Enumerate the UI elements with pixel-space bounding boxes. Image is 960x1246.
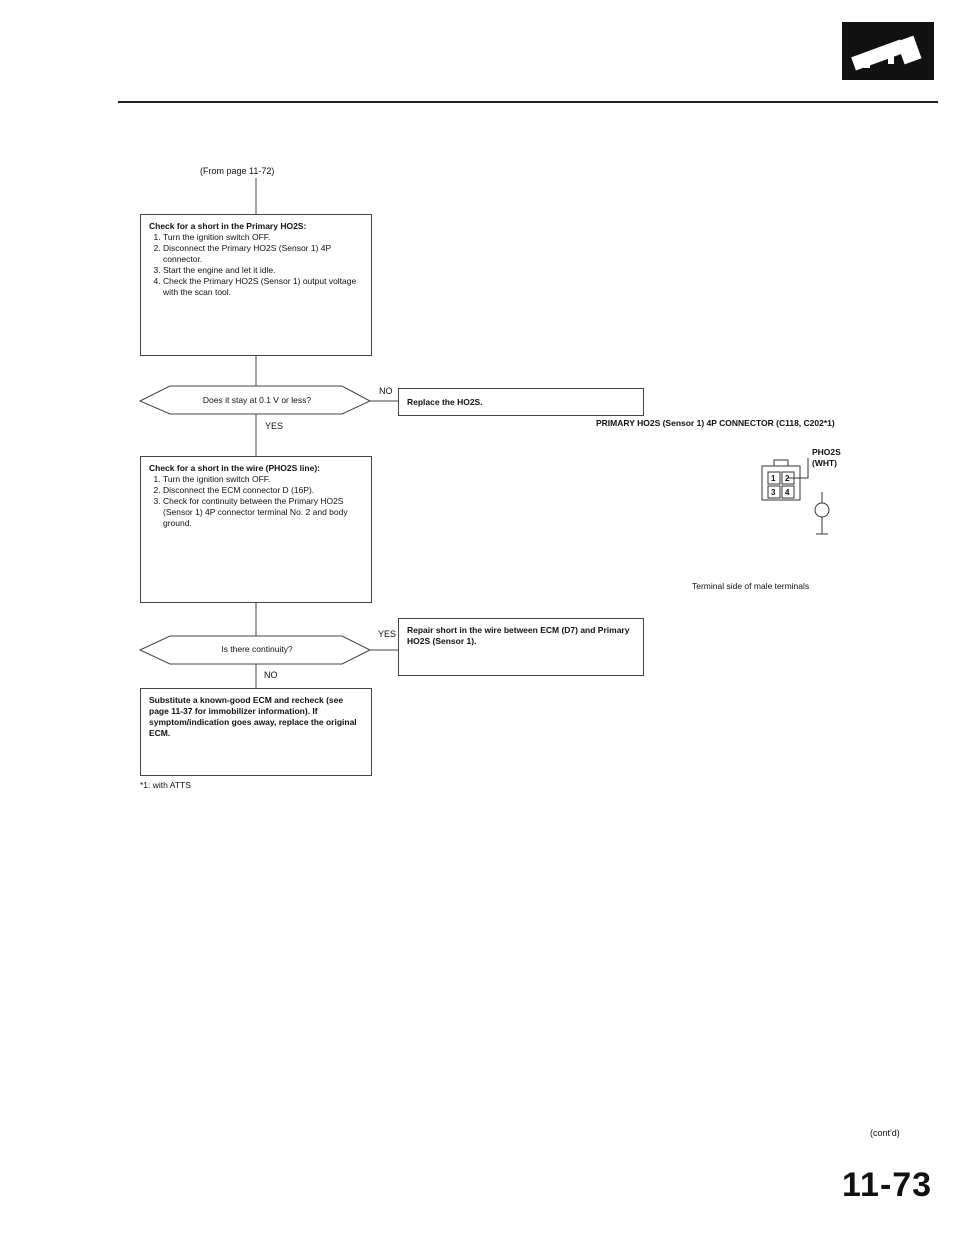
pin-1-label: 1 bbox=[771, 474, 776, 483]
decision2-yes-label: YES bbox=[378, 629, 397, 639]
contd-label: (cont'd) bbox=[870, 1128, 900, 1138]
action1-box: Replace the HO2S. bbox=[398, 388, 644, 416]
step3-box: Substitute a known-good ECM and recheck … bbox=[140, 688, 372, 776]
from-page-label: (From page 11-72) bbox=[200, 166, 275, 176]
connector-title: PRIMARY HO2S (Sensor 1) 4P CONNECTOR (C1… bbox=[596, 418, 835, 428]
pin-3-label: 3 bbox=[771, 488, 776, 497]
pin-2-label: 2 bbox=[785, 474, 790, 483]
step2-title: Check for a short in the wire (PHO2S lin… bbox=[149, 463, 320, 473]
decision2-shape bbox=[138, 635, 372, 665]
decision1-shape bbox=[138, 385, 372, 415]
connector-pin-3 bbox=[767, 485, 781, 499]
step3-text: Substitute a known-good ECM and recheck … bbox=[149, 695, 357, 738]
connector-pin-1 bbox=[767, 471, 781, 485]
connector-wire-color: (WHT) bbox=[812, 458, 838, 468]
action2-box: Repair short in the wire between ECM (D7… bbox=[398, 618, 644, 676]
step1-item: Turn the ignition switch OFF. bbox=[163, 232, 363, 243]
connector-caption: Terminal side of male terminals bbox=[692, 581, 810, 591]
step2-item: Disconnect the ECM connector D (16P). bbox=[163, 485, 363, 496]
step2-box: Check for a short in the wire (PHO2S lin… bbox=[140, 456, 372, 603]
decision2-no-label: NO bbox=[264, 670, 278, 680]
engine-control-icon bbox=[842, 22, 934, 80]
decision1-yes-label: YES bbox=[265, 421, 284, 431]
header-rule bbox=[118, 101, 938, 103]
step2-item: Check for continuity between the Primary… bbox=[163, 496, 363, 529]
step1-box: Check for a short in the Primary HO2S: T… bbox=[140, 214, 372, 356]
connector-pin-4 bbox=[781, 485, 795, 499]
decision1-text: Does it stay at 0.1 V or less? bbox=[202, 395, 312, 405]
page-number: 11-73 bbox=[842, 1166, 933, 1204]
step1-item: Check the Primary HO2S (Sensor 1) output… bbox=[163, 276, 363, 298]
footnote: *1: with ATTS bbox=[140, 780, 191, 790]
step2-item: Turn the ignition switch OFF. bbox=[163, 474, 363, 485]
action1-text: Replace the HO2S. bbox=[407, 397, 483, 407]
pin-4-label: 4 bbox=[785, 488, 790, 497]
step1-item: Disconnect the Primary HO2S (Sensor 1) 4… bbox=[163, 243, 363, 265]
step1-item: Start the engine and let it idle. bbox=[163, 265, 363, 276]
connector-wire-name: PHO2S bbox=[812, 447, 841, 457]
step1-title: Check for a short in the Primary HO2S: bbox=[149, 221, 307, 231]
decision1-no-label: NO bbox=[379, 386, 393, 396]
action2-text: Repair short in the wire between ECM (D7… bbox=[407, 625, 630, 646]
connector-diagram: 1 2 3 4 bbox=[760, 446, 880, 546]
decision2-text: Is there continuity? bbox=[221, 644, 293, 654]
